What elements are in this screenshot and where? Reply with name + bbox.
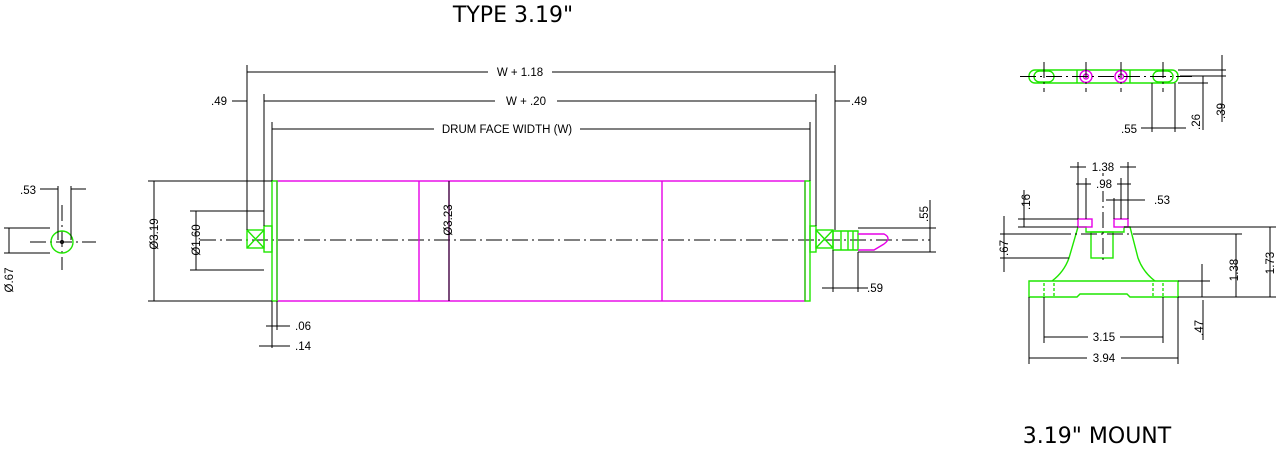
- mount-dim-138-side: 1.38: [1229, 259, 1241, 281]
- dim-left-049: .49: [211, 96, 227, 108]
- drawing-title: TYPE 3.19": [452, 3, 573, 28]
- dim-dia319: Ø3.19: [149, 218, 161, 249]
- dim-059: .59: [867, 283, 883, 295]
- end-dim-053: .53: [20, 185, 36, 197]
- mount-dim-173: 1.73: [1265, 252, 1277, 274]
- mount-dim-315: 3.15: [1093, 332, 1115, 344]
- dim-w-plus-20: W + .20: [506, 96, 546, 108]
- mount-front-view: 1.38 .98 .53 .16 .67 1.38 1.73 .47: [999, 159, 1277, 365]
- drum-body: [276, 180, 806, 302]
- dim-right-049: .49: [851, 96, 867, 108]
- mount-dim-047: .47: [1194, 320, 1206, 336]
- dim-006: .06: [295, 321, 311, 333]
- dim-055: .55: [919, 206, 931, 222]
- dim-dia323: Ø3.23: [443, 204, 455, 235]
- dim-overall: W + 1.18: [497, 67, 543, 79]
- mount-dim-016: .16: [1021, 194, 1033, 210]
- mount-dim-138: 1.38: [1092, 162, 1114, 174]
- dim-dia160: Ø1.60: [191, 224, 203, 255]
- mount-top-dim-026: .26: [1191, 114, 1203, 130]
- dim-014: .14: [295, 341, 312, 353]
- mount-dim-394: 3.94: [1093, 353, 1116, 365]
- side-view: W + 1.18 W + .20 .49 .49 DRUM FACE WIDTH…: [148, 64, 936, 353]
- mount-top-dim-055: .55: [1121, 124, 1137, 136]
- mount-block: [1090, 231, 1114, 259]
- mount-dim-067: .67: [999, 240, 1011, 256]
- mount-top-view: .55 .26 .39: [1020, 55, 1228, 136]
- end-dim-dia067: Ø.67: [4, 268, 16, 293]
- mount-dim-053: .53: [1154, 195, 1170, 207]
- end-view: .53 Ø.67: [4, 185, 96, 292]
- dim-face-width: DRUM FACE WIDTH (W): [442, 124, 572, 136]
- mount-title: 3.19" MOUNT: [1023, 424, 1172, 449]
- mount-top-dim-039: .39: [1216, 103, 1228, 119]
- shaft-end-circle: [50, 230, 74, 254]
- mount-base: [1028, 280, 1179, 298]
- cable: [858, 233, 889, 251]
- mount-dim-098: .98: [1096, 179, 1112, 191]
